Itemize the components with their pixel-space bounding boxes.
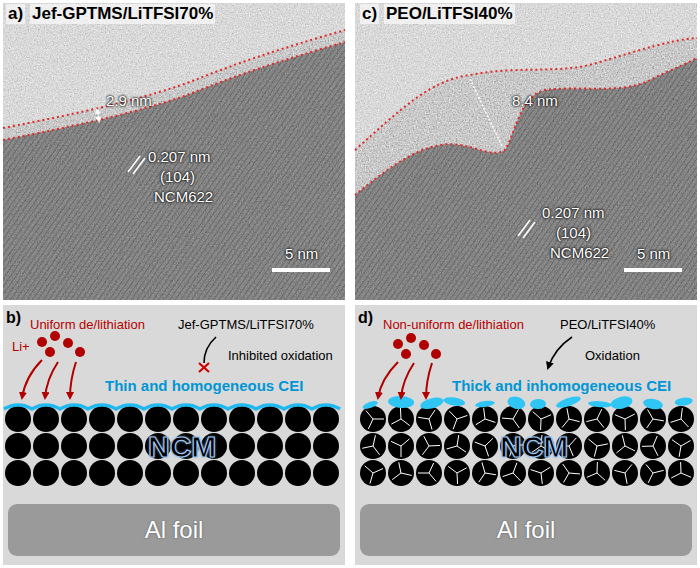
thickness-label: 2.9 nm — [106, 92, 152, 109]
process-note: Non-uniform de/lithiation — [383, 318, 524, 333]
li-ions — [378, 333, 441, 398]
d-spacing: 0.207 nm — [148, 148, 211, 165]
electrolyte-name: PEO/LiTFSI40% — [384, 4, 515, 24]
oxidation-arrow — [548, 337, 572, 368]
ion-label: Li+ — [12, 340, 30, 355]
thick-cei-layer — [362, 394, 694, 411]
foil-label: Al foil — [145, 516, 204, 544]
plane-index: (104) — [556, 224, 591, 241]
plane-index: (104) — [160, 168, 195, 185]
panel-label: c) — [360, 4, 379, 24]
ncm-particles — [5, 406, 339, 486]
panel-label: a) — [6, 4, 25, 24]
electrolyte-name: Jef-GPTMS/LiTFSI70% — [30, 4, 215, 24]
cei-label: Thin and homogeneous CEI — [105, 377, 303, 394]
cei-label: Thick and inhomogeneous CEI — [452, 377, 671, 394]
panel-ground — [3, 305, 345, 565]
tem-image-c — [355, 3, 697, 300]
panel-ground — [355, 305, 697, 565]
scale-label: 5 nm — [285, 245, 318, 262]
electrolyte-name: Jef-GPTMS/LiTFSI70% — [178, 318, 314, 333]
oxidation-arrow — [204, 337, 216, 363]
al-foil-bar: Al foil — [8, 504, 340, 556]
al-foil-bar: Al foil — [360, 504, 692, 556]
foil-label: Al foil — [497, 516, 556, 544]
thickness-label: 8.4 nm — [512, 92, 558, 109]
panel-letter: d) — [358, 309, 373, 327]
electrolyte-name: PEO/LiTFSI40% — [560, 318, 655, 333]
d-spacing: 0.207 nm — [542, 204, 605, 221]
thin-cei-layer — [4, 405, 340, 409]
material-name: NCM622 — [550, 244, 609, 261]
process-note: Oxidation — [585, 349, 640, 364]
panel-letter: b) — [6, 309, 21, 327]
li-ions — [22, 331, 85, 398]
tem-image-a — [3, 3, 345, 300]
scale-label: 5 nm — [637, 245, 670, 262]
cracked-ncm-particles — [360, 406, 694, 486]
material-name: NCM — [500, 430, 568, 465]
process-note: Uniform de/lithiation — [30, 318, 145, 333]
process-note: Inhibited oxidation — [228, 349, 333, 364]
blocked-mark — [199, 363, 209, 372]
material-name: NCM — [148, 430, 216, 465]
material-name: NCM622 — [154, 188, 213, 205]
